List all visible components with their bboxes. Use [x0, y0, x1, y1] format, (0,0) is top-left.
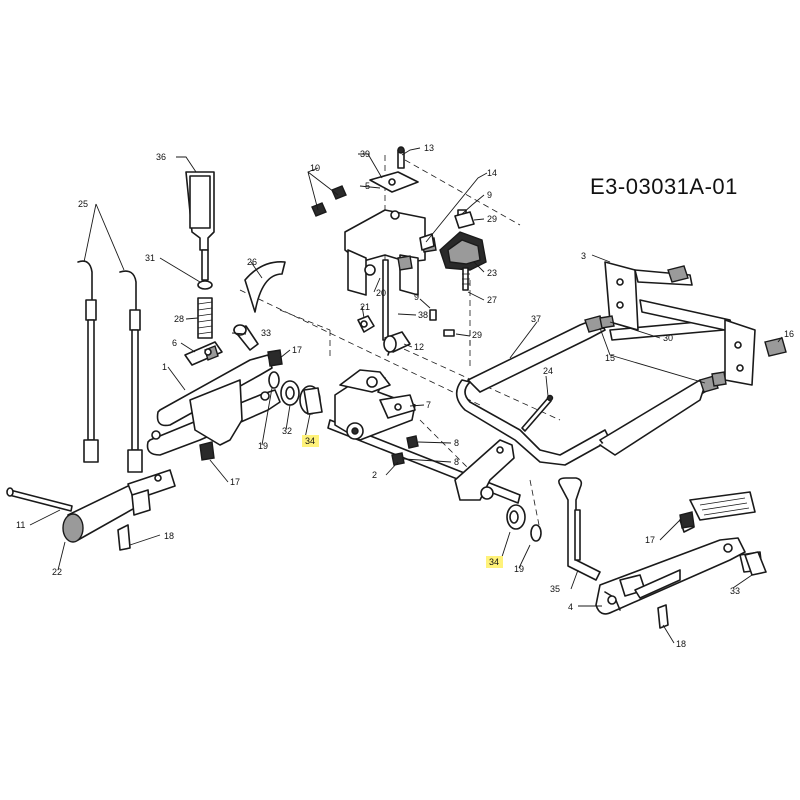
callout-25: 25: [78, 199, 88, 209]
bracket-part-3: [584, 261, 787, 393]
callout-8-upper: 8: [454, 438, 459, 448]
callout-21: 21: [360, 302, 370, 312]
callout-29-top: 29: [487, 214, 497, 224]
callout-4: 4: [568, 602, 573, 612]
callout-16: 16: [784, 329, 794, 339]
callout-35: 35: [550, 584, 560, 594]
bolt-part-33-right: [744, 551, 767, 576]
frame-part-37: [455, 317, 725, 466]
washer-part-17-upper: [267, 349, 283, 367]
callout-3: 3: [581, 251, 586, 261]
callout-31: 31: [145, 253, 155, 263]
callout-17-upper: 17: [292, 345, 302, 355]
bolt-part-33-upper: [233, 324, 259, 351]
clip-part-18-left: [117, 524, 131, 551]
callout-19-lower: 19: [514, 564, 524, 574]
callout-9-top: 9: [487, 190, 492, 200]
cable-part-25: [77, 260, 143, 473]
callout-1: 1: [162, 362, 167, 372]
callout-14: 14: [487, 168, 497, 178]
callout-17-right: 17: [645, 535, 655, 545]
bolt-part-24: [521, 394, 554, 432]
callout-8-lower: 8: [454, 457, 459, 467]
callout-17-left: 17: [230, 477, 240, 487]
callout-18-right: 18: [676, 639, 686, 649]
callout-29-lower: 29: [472, 330, 482, 340]
callout-34-upper: 34: [305, 436, 315, 446]
callout-36: 36: [156, 152, 166, 162]
rod-part-36: [185, 171, 215, 281]
callout-7: 7: [426, 400, 431, 410]
callout-2: 2: [372, 470, 377, 480]
callout-39: 39: [360, 149, 370, 159]
shaft-part-2: [327, 419, 521, 504]
washer-part-19-lower: [530, 524, 542, 542]
highlight-34-lower: [486, 556, 503, 568]
pedal-part-4: [595, 491, 763, 629]
washer-part-19-upper: [268, 371, 280, 389]
nut-part-17-right: [679, 511, 695, 529]
callout-33-right: 33: [730, 586, 740, 596]
callout-20: 20: [376, 288, 386, 298]
washer-part-31: [197, 280, 213, 290]
callout-labels: 25 36 31 28 6 1 33 17 19 32 34 17 11 22 …: [16, 143, 794, 649]
callout-5: 5: [365, 181, 370, 191]
callout-10: 10: [310, 163, 320, 173]
plate-part-26: [244, 261, 286, 313]
diagram-code: E3-03031A-01: [590, 174, 738, 199]
callout-15: 15: [605, 353, 615, 363]
callout-19-upper: 19: [258, 441, 268, 451]
spring-part-28: [197, 297, 213, 339]
callout-13: 13: [424, 143, 434, 153]
nuts-part-8: [391, 435, 419, 466]
callout-18-left: 18: [164, 531, 174, 541]
callout-11: 11: [16, 520, 25, 530]
bushing-part-34-lower: [506, 504, 526, 530]
callout-32: 32: [282, 426, 292, 436]
callout-12: 12: [414, 342, 424, 352]
leader-lines: [29, 147, 783, 644]
callout-24: 24: [543, 366, 553, 376]
bolt-part-13: [397, 146, 405, 169]
callout-37: 37: [531, 314, 541, 324]
callout-23: 23: [487, 268, 497, 278]
callout-38: 38: [418, 310, 428, 320]
callout-6: 6: [172, 338, 177, 348]
bolt-part-9-mid: [429, 309, 437, 321]
damper-part-23: [419, 211, 487, 291]
clip-part-21: [357, 315, 375, 333]
highlight-34-upper: [302, 435, 319, 447]
pin-part-11: [6, 487, 73, 512]
cylinder-part-22: [62, 469, 176, 543]
clip-part-29-lower: [443, 329, 455, 337]
bracket-part-1: [146, 341, 281, 461]
callout-27: 27: [487, 295, 497, 305]
callout-22: 22: [52, 567, 62, 577]
callout-26: 26: [247, 257, 257, 267]
callout-9-mid: 9: [414, 292, 419, 302]
callout-33-upper: 33: [261, 328, 271, 338]
callout-34-lower: 34: [489, 557, 499, 567]
callout-28: 28: [174, 314, 184, 324]
bushing-part-12: [383, 331, 411, 353]
lever-part-35: [558, 477, 601, 581]
bracket-part-7: [334, 369, 416, 441]
bushing-part-34-upper: [299, 385, 323, 415]
bracket-part-5: [311, 171, 437, 296]
washer-part-32: [280, 380, 300, 406]
callout-30: 30: [663, 333, 673, 343]
